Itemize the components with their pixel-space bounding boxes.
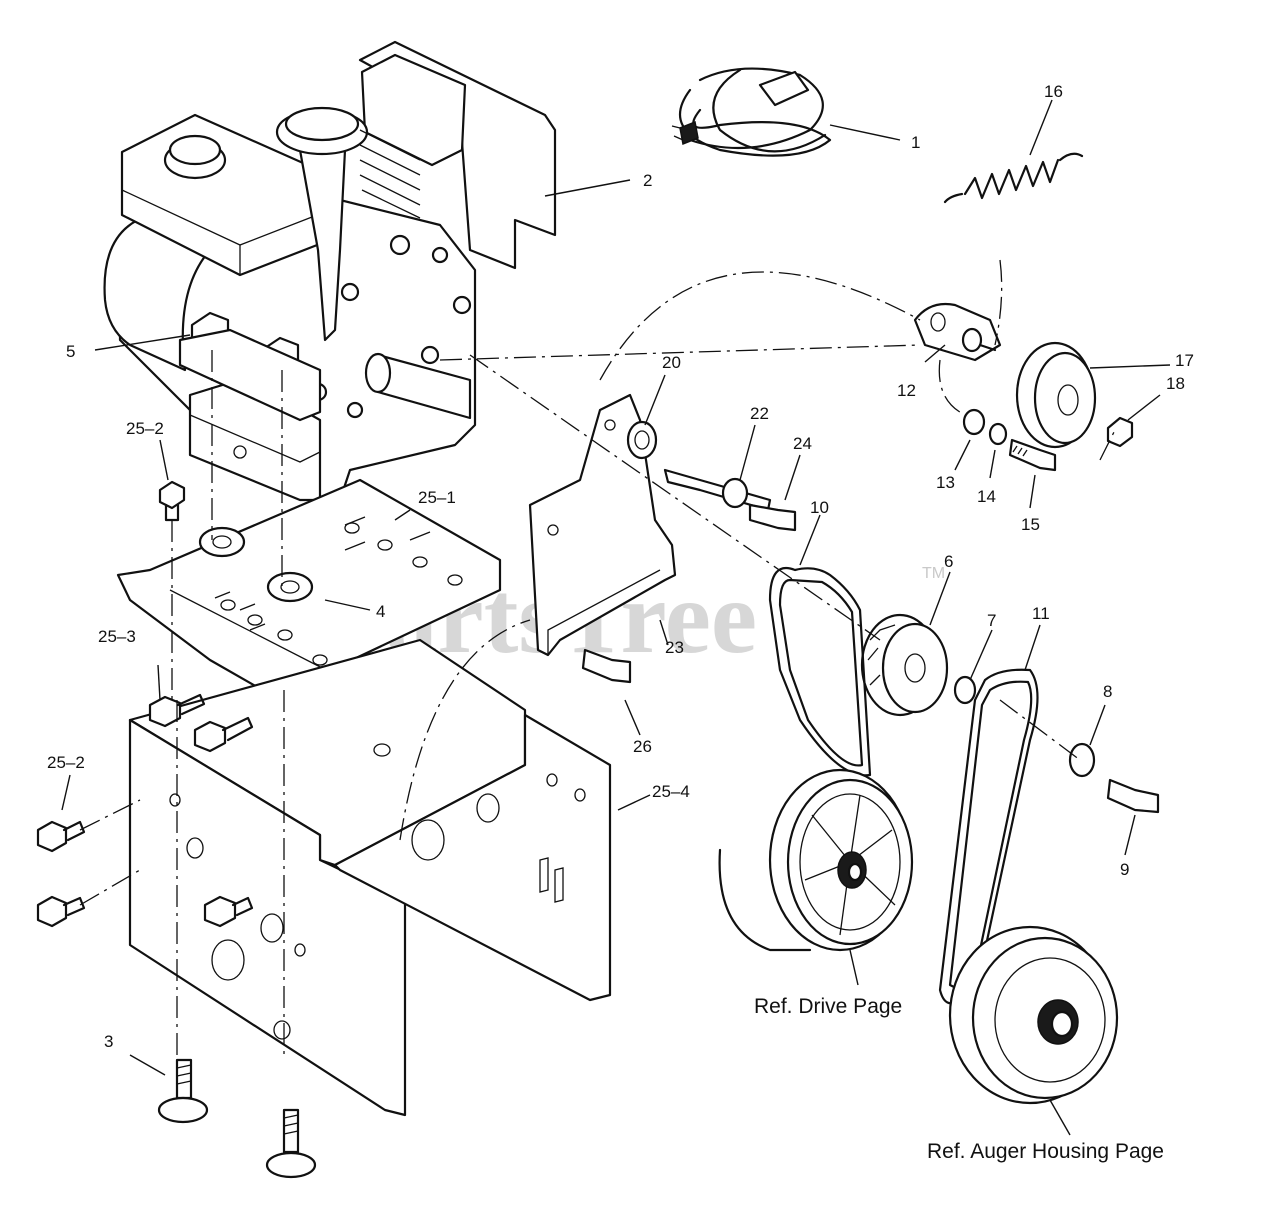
ref-drive-page: Ref. Drive Page xyxy=(754,995,902,1018)
washer xyxy=(1068,742,1096,778)
idler-arm xyxy=(913,302,1002,362)
callout-15: 15 xyxy=(1021,515,1040,534)
callout-14: 14 xyxy=(977,487,996,506)
callout-7: 7 xyxy=(987,611,996,630)
callout-16: 16 xyxy=(1044,82,1063,101)
extension-cord xyxy=(671,67,832,157)
drive-belt xyxy=(768,567,872,777)
callout-24: 24 xyxy=(793,434,812,453)
callout-1: 1 xyxy=(911,133,920,152)
extension-spring xyxy=(943,152,1084,204)
spacer xyxy=(953,675,977,705)
lock-washer xyxy=(988,422,1008,446)
center-lines xyxy=(79,259,1116,1060)
main-frame xyxy=(128,638,612,1117)
callout-6: 6 xyxy=(944,552,953,571)
callout-20: 20 xyxy=(662,353,681,372)
hex-bolt xyxy=(148,695,182,728)
carriage-bolt-head xyxy=(265,1151,317,1179)
hex-bolt xyxy=(193,720,227,753)
callout-5: 5 xyxy=(66,342,75,361)
callout-26: 26 xyxy=(633,737,652,756)
callout-11: 11 xyxy=(1032,604,1050,623)
hex-nut xyxy=(1106,416,1134,448)
star-washer xyxy=(266,571,314,603)
callout-23: 23 xyxy=(665,638,684,657)
callout-18: 18 xyxy=(1166,374,1185,393)
engine xyxy=(103,40,557,502)
callout-3: 3 xyxy=(104,1032,113,1051)
washer xyxy=(721,477,749,509)
idler-assembly xyxy=(913,302,1134,472)
pulley-bracket xyxy=(528,393,797,684)
callout-22: 22 xyxy=(750,404,769,423)
callout-25-3: 25–3 xyxy=(98,627,136,646)
watermark-trademark: TM xyxy=(922,565,945,582)
engine-pulley-assembly xyxy=(860,613,1160,814)
hex-bolt xyxy=(748,503,797,532)
callout-2: 2 xyxy=(643,171,652,190)
hex-bolt xyxy=(581,648,632,684)
callout-17: 17 xyxy=(1175,351,1194,370)
hex-bolt xyxy=(1008,438,1057,472)
hex-bolt xyxy=(36,895,68,928)
callout-25-1: 25–1 xyxy=(418,488,456,507)
ref-auger-housing-page: Ref. Auger Housing Page xyxy=(927,1140,1164,1163)
leader-lines xyxy=(61,99,1171,1136)
carriage-bolt-head xyxy=(157,1096,209,1124)
callout-13: 13 xyxy=(936,473,955,492)
hex-bolt xyxy=(36,820,68,853)
callout-9: 9 xyxy=(1120,860,1129,879)
callout-10: 10 xyxy=(810,498,829,517)
flat-washer xyxy=(962,408,986,436)
hex-bolt xyxy=(203,895,237,928)
callout-4: 4 xyxy=(376,602,385,621)
hex-bolt xyxy=(1106,778,1160,814)
hex-bolt xyxy=(158,480,186,510)
callout-12: 12 xyxy=(897,381,916,400)
fasteners xyxy=(36,480,317,1179)
callout-8: 8 xyxy=(1103,682,1112,701)
drive-pulley xyxy=(718,768,914,952)
auger-pulley xyxy=(948,925,1119,1105)
star-washer xyxy=(198,526,246,558)
callouts: 1 2 3 4 5 6 7 8 9 10 11 12 13 14 15 16 1… xyxy=(47,82,1194,1051)
callout-25-4: 25–4 xyxy=(652,782,690,801)
callout-25-2-top: 25–2 xyxy=(126,419,164,438)
callout-25-2-bottom: 25–2 xyxy=(47,753,85,772)
